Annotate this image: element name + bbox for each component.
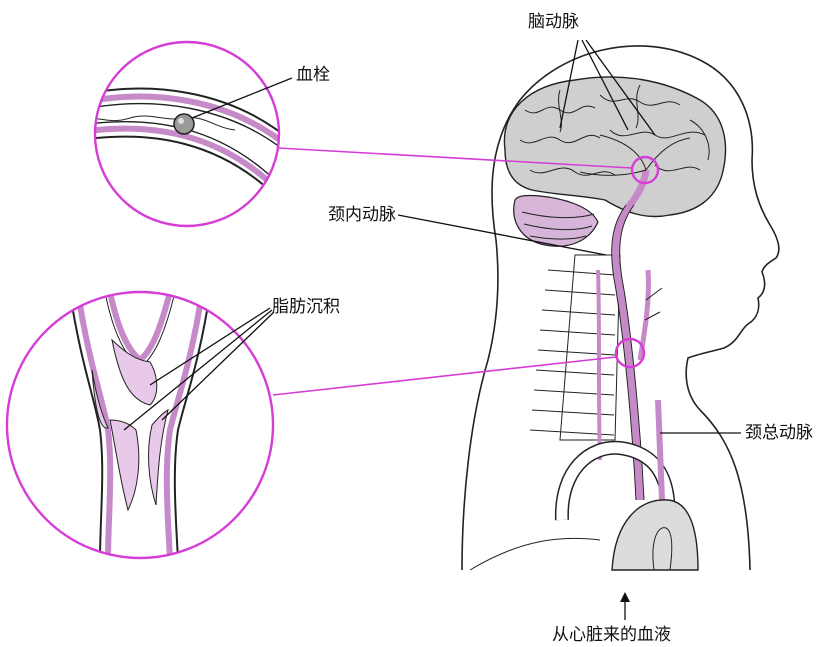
thrombus-clot — [173, 113, 195, 135]
label-thrombus: 血栓 — [296, 65, 330, 85]
neck-callout-marker — [614, 337, 646, 369]
spine — [529, 254, 621, 441]
brain — [503, 76, 727, 247]
thrombus-connector-line — [277, 147, 633, 169]
thrombus-circle-border — [93, 40, 281, 228]
arteries — [554, 134, 699, 571]
brain-callout-marker — [630, 155, 660, 185]
label-fat-deposit: 脂肪沉积 — [272, 297, 340, 317]
fat-deposit-magnified-view — [5, 290, 275, 560]
label-cerebral-artery: 脑动脉 — [528, 12, 579, 32]
label-blood-from-heart: 从心脏来的血液 — [552, 625, 671, 645]
plaque-connector-line — [272, 356, 617, 396]
leader-lines — [123, 39, 741, 620]
thrombus-magnified-view — [93, 40, 281, 228]
label-common-carotid-artery: 颈总动脉 — [745, 423, 813, 443]
label-internal-carotid-artery: 颈内动脉 — [328, 205, 396, 225]
fat-deposit-circle-border — [5, 290, 275, 560]
body-silhouette — [461, 45, 780, 571]
